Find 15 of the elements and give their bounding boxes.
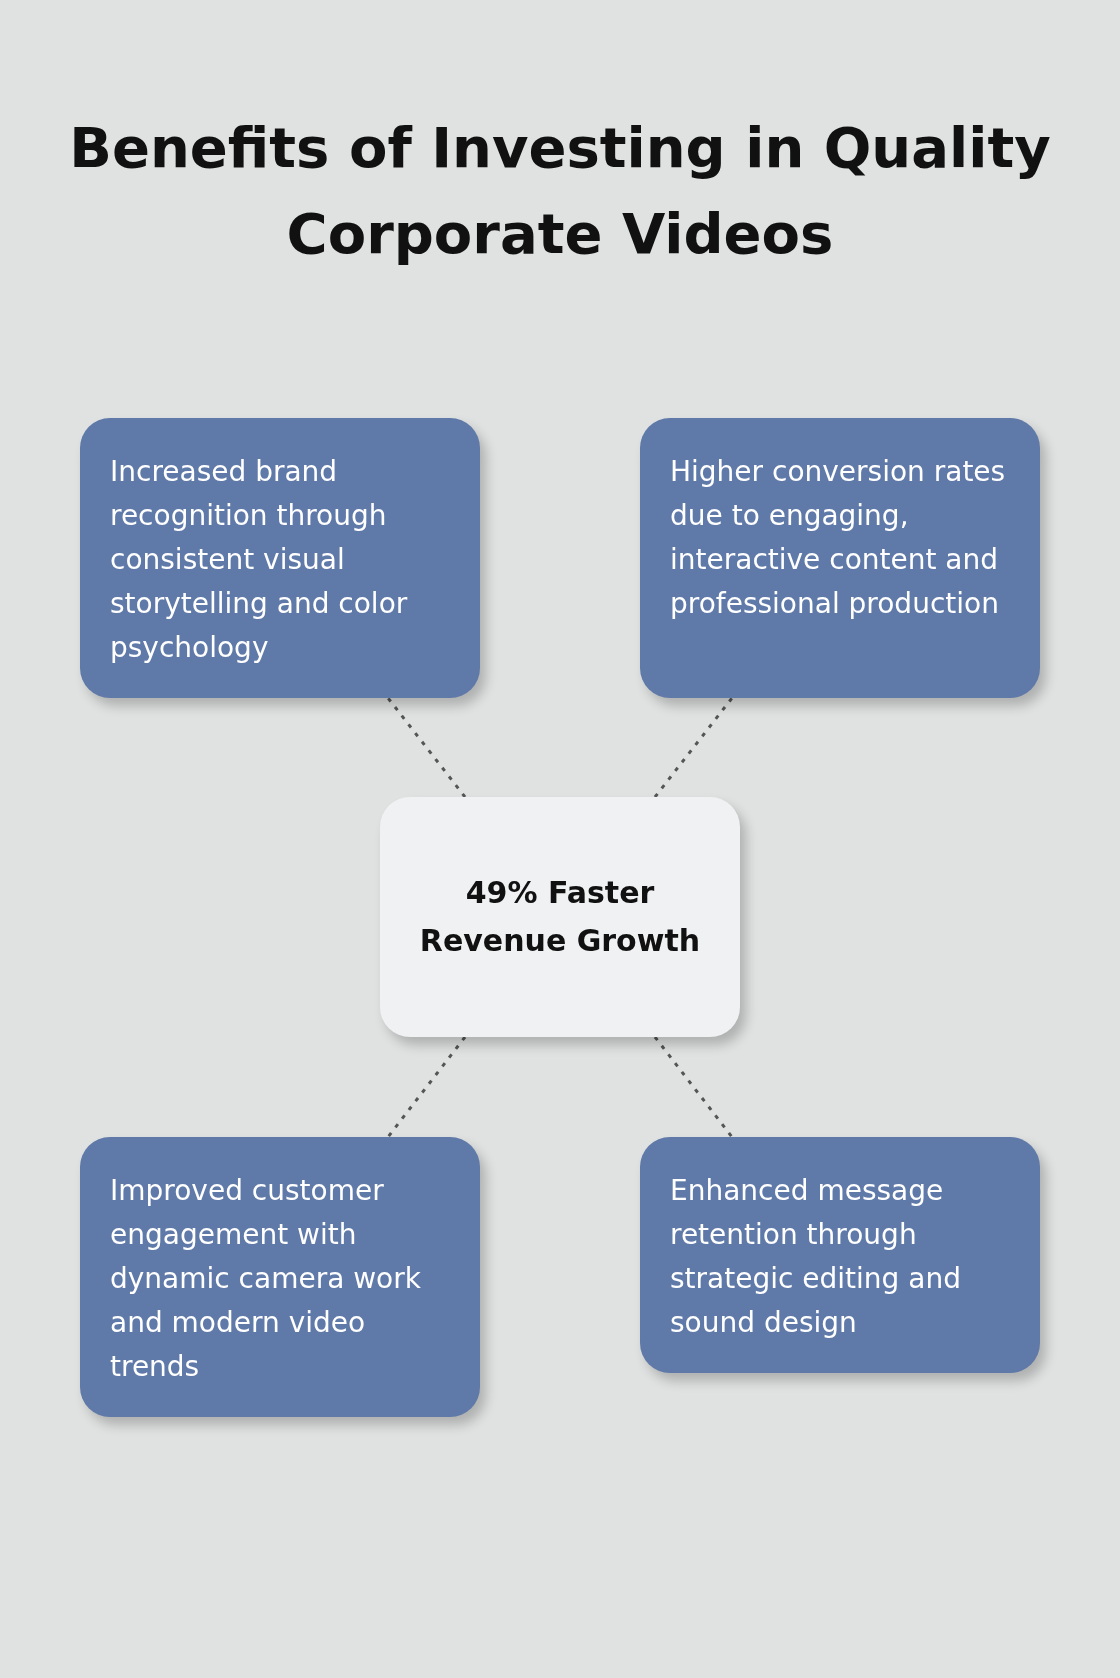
- dotted-connector: [386, 1036, 467, 1138]
- box-text: Improved customer engagement with dynamic camera work and modern video trends: [110, 1173, 422, 1385]
- benefit-box: [80, 418, 480, 698]
- box-text: Increased brand recognition through consistent visual storytelling and color psychology: [110, 454, 409, 666]
- dotted-connector: [653, 1036, 734, 1138]
- dotted-connector: [386, 697, 467, 798]
- benefit-box: [640, 418, 1040, 698]
- benefit-box: [80, 1137, 480, 1417]
- benefit-box: [640, 1137, 1040, 1373]
- center-box: [380, 797, 740, 1037]
- dotted-connector: [653, 697, 734, 798]
- box-text: Enhanced message retention through strategic editing and sound design: [670, 1173, 962, 1341]
- title: Benefits of Investing in Quality Corporate Videos: [68, 114, 1052, 268]
- box-text: Higher conversion rates due to engaging, interactive content and professional production: [670, 454, 1007, 622]
- box-text: 49% Faster Revenue Growth: [418, 874, 702, 960]
